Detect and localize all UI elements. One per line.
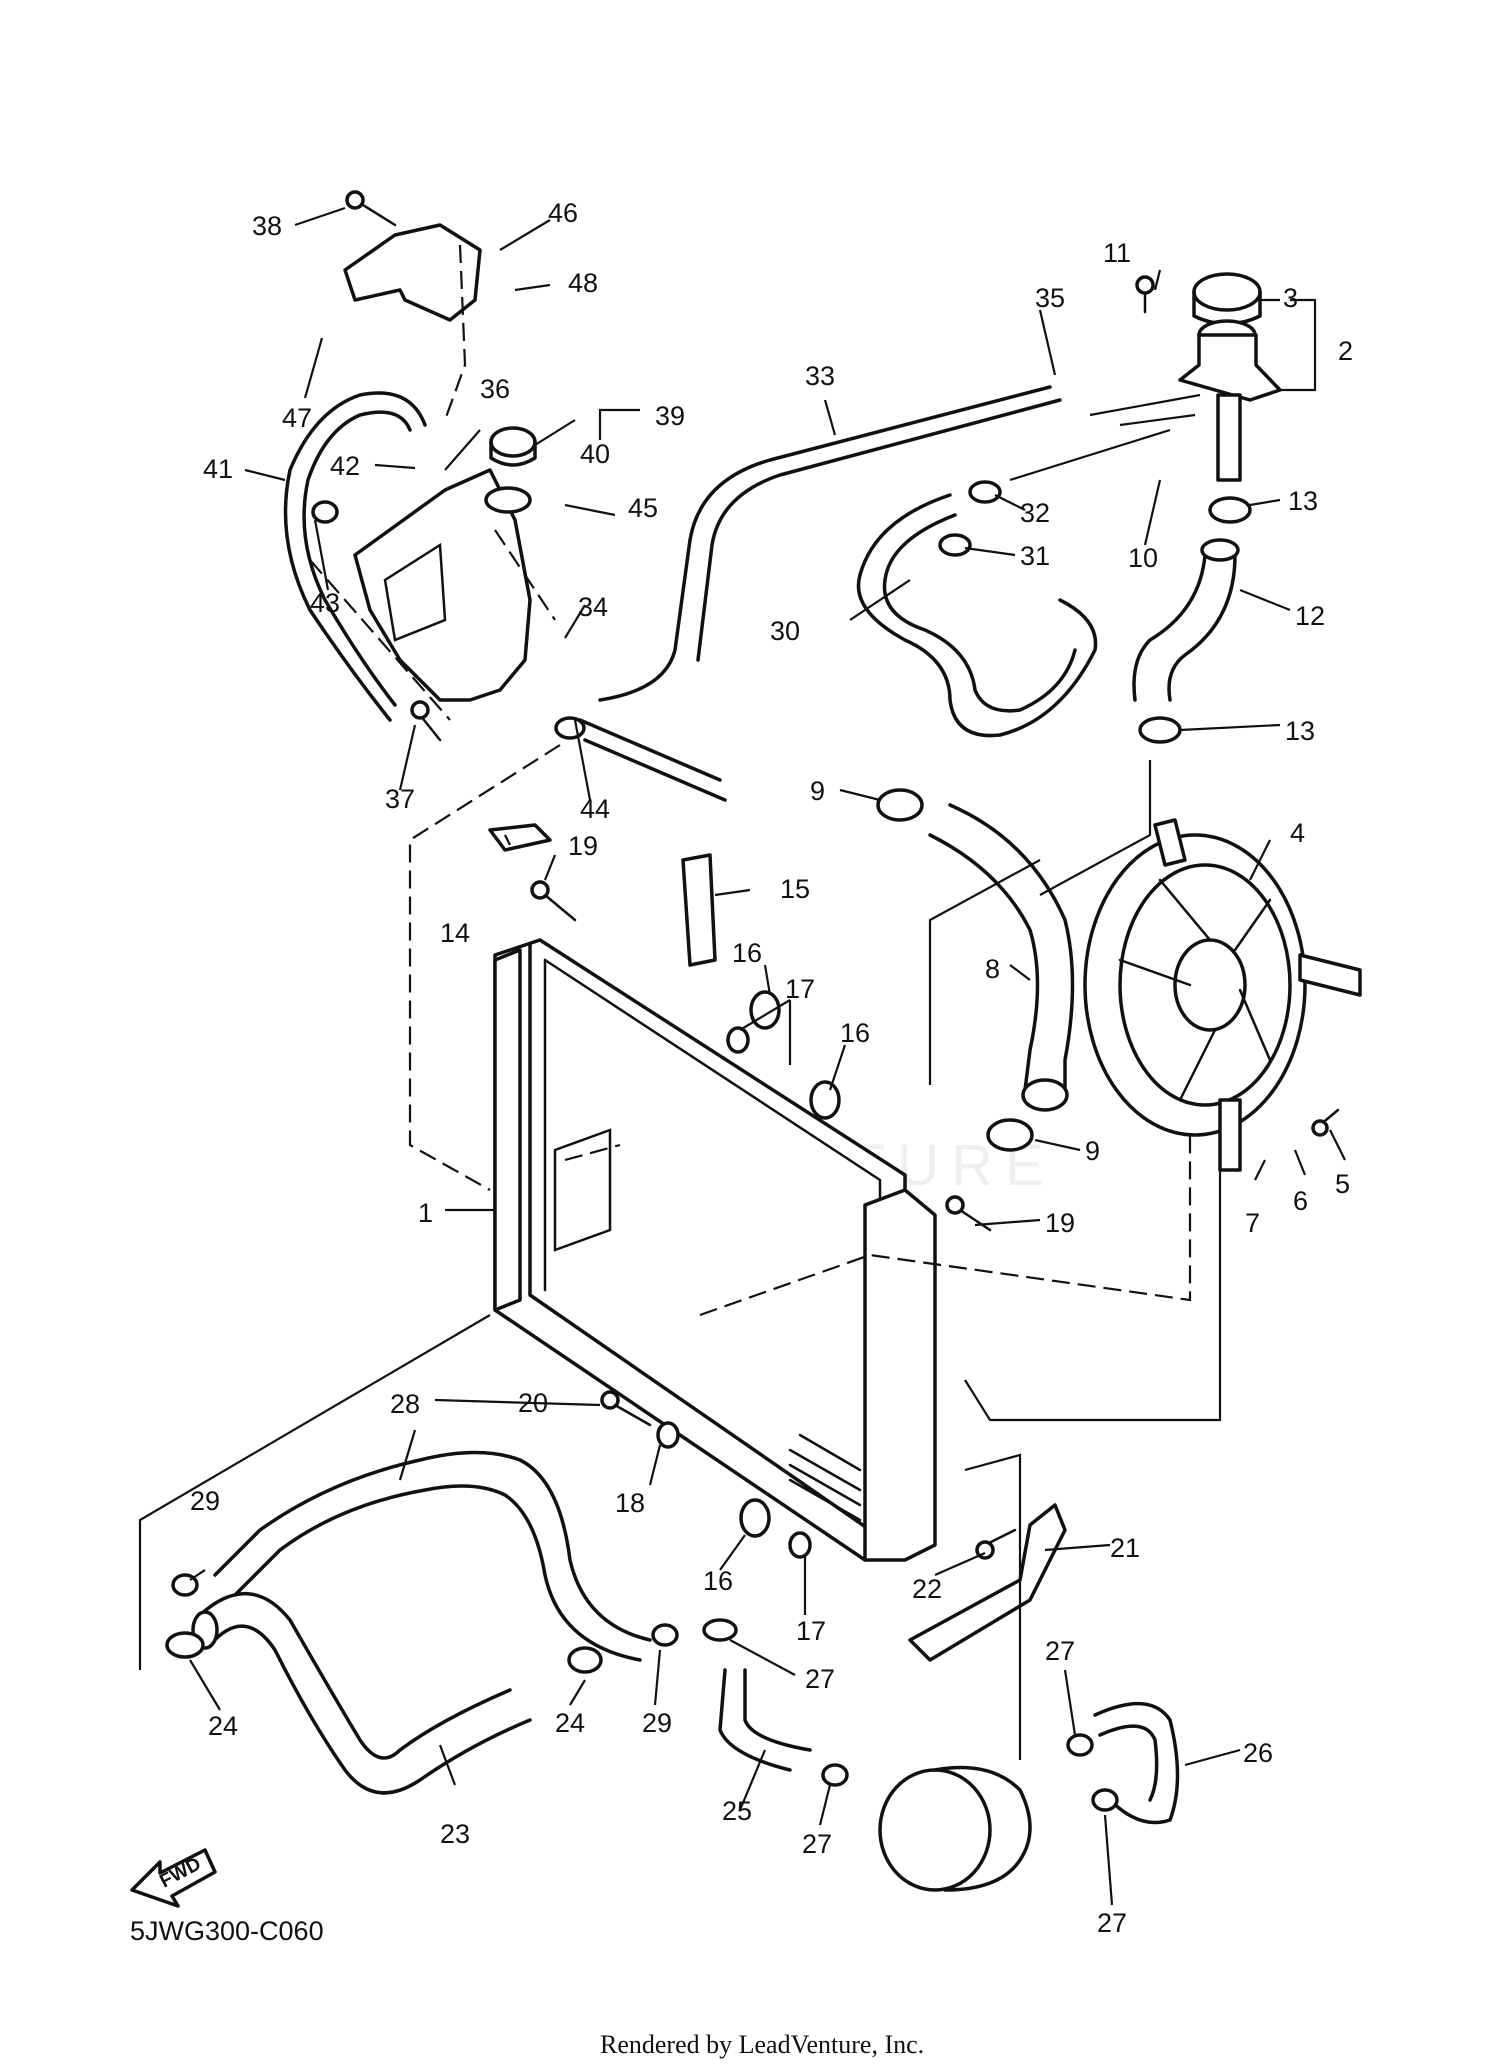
callout-29a: 29: [190, 1486, 220, 1516]
callout-37: 37: [385, 784, 415, 814]
callout-29b: 29: [642, 1708, 672, 1738]
overflow-hose: [578, 718, 727, 802]
callout-6: 6: [1293, 1186, 1308, 1216]
rubber-pad-15: [681, 853, 717, 967]
leader-lines: [189, 206, 1346, 1906]
callout-27a: 27: [805, 1664, 835, 1694]
callout-22: 22: [912, 1574, 942, 1604]
callout-48: 48: [568, 268, 598, 298]
callout-28: 28: [390, 1389, 420, 1419]
callout-1: 1: [418, 1198, 433, 1228]
callout-3: 3: [1283, 283, 1298, 313]
hose-30: [856, 493, 1098, 738]
hose-8: [928, 803, 1075, 1112]
callout-12: 12: [1295, 601, 1325, 631]
callout-11: 11: [1103, 238, 1131, 268]
callout-31: 31: [1020, 541, 1050, 571]
callout-labels: 38 46 48 47 41 42 36 39 40 45 43 34 37 4…: [190, 198, 1353, 1938]
reservoir-cap: [489, 426, 537, 467]
callout-40: 40: [580, 439, 610, 469]
callout-24b: 24: [555, 1708, 585, 1738]
callout-42: 42: [330, 451, 360, 481]
callout-10: 10: [1128, 543, 1158, 573]
filler-neck: [1178, 319, 1282, 482]
callout-8: 8: [985, 954, 1000, 984]
callout-2: 2: [1338, 336, 1353, 366]
callout-41: 41: [203, 454, 233, 484]
hose-28: [213, 1450, 652, 1662]
callout-43: 43: [310, 588, 340, 618]
reference-lines: [138, 393, 1222, 1760]
bracket-21: [908, 1503, 1067, 1662]
hose-26: [1093, 1702, 1180, 1825]
callout-34: 34: [578, 592, 608, 622]
cooling-fan: [1083, 818, 1362, 1172]
callout-39: 39: [655, 401, 685, 431]
radiator-core: [493, 938, 937, 1562]
hose-23: [191, 1591, 532, 1795]
diagram-code: 5JWG300-C060: [130, 1916, 324, 1946]
callout-32: 32: [1020, 498, 1050, 528]
hose-clamps: [165, 480, 1252, 1812]
hose-33: [598, 385, 1062, 702]
hose-12: [1132, 538, 1240, 702]
callout-23: 23: [440, 1819, 470, 1849]
callout-13a: 13: [1288, 486, 1318, 516]
callout-44: 44: [580, 794, 610, 824]
callout-4: 4: [1290, 818, 1305, 848]
callout-21: 21: [1110, 1533, 1140, 1563]
callout-13b: 13: [1285, 716, 1315, 746]
callout-9a: 9: [810, 776, 825, 806]
callout-33: 33: [805, 361, 835, 391]
callout-15: 15: [780, 874, 810, 904]
callout-45: 45: [628, 493, 658, 523]
forward-arrow-icon: FWD: [130, 1848, 217, 1908]
callout-27c: 27: [802, 1829, 832, 1859]
callout-26: 26: [1243, 1738, 1273, 1768]
callout-9b: 9: [1085, 1136, 1100, 1166]
callout-19a: 19: [568, 831, 598, 861]
callout-38: 38: [252, 211, 282, 241]
callout-7: 7: [1245, 1208, 1260, 1238]
callout-27d: 27: [1097, 1908, 1127, 1938]
callout-36: 36: [480, 374, 510, 404]
callout-20: 20: [518, 1388, 548, 1418]
rendered-by-credit: Rendered by LeadVenture, Inc.: [600, 2030, 925, 2059]
oil-cooler: [878, 1765, 1032, 1892]
callout-46: 46: [548, 198, 578, 228]
callout-24a: 24: [208, 1711, 238, 1741]
hose-25: [718, 1668, 812, 1772]
callout-27b: 27: [1045, 1636, 1075, 1666]
callout-17a: 17: [785, 974, 815, 1004]
sponge-14: [488, 823, 552, 852]
coolant-reservoir: [353, 468, 532, 702]
radiator-cap: [1192, 272, 1262, 326]
grommets: [656, 990, 841, 1559]
callout-35: 35: [1035, 283, 1065, 313]
callout-5: 5: [1335, 1169, 1350, 1199]
callout-30: 30: [770, 616, 800, 646]
bolts: [345, 190, 1340, 1560]
bracket-46: [343, 223, 482, 322]
callout-25: 25: [722, 1796, 752, 1826]
callout-16b: 16: [840, 1018, 870, 1048]
callout-16c: 16: [703, 1566, 733, 1596]
callout-18: 18: [615, 1488, 645, 1518]
assembly-dashed-lines: [309, 244, 1192, 1317]
callout-16a: 16: [732, 938, 762, 968]
callout-17b: 17: [796, 1616, 826, 1646]
callout-14: 14: [440, 918, 470, 948]
hose-41: [283, 391, 427, 722]
callout-47: 47: [282, 403, 312, 433]
callout-19b: 19: [1045, 1208, 1075, 1238]
